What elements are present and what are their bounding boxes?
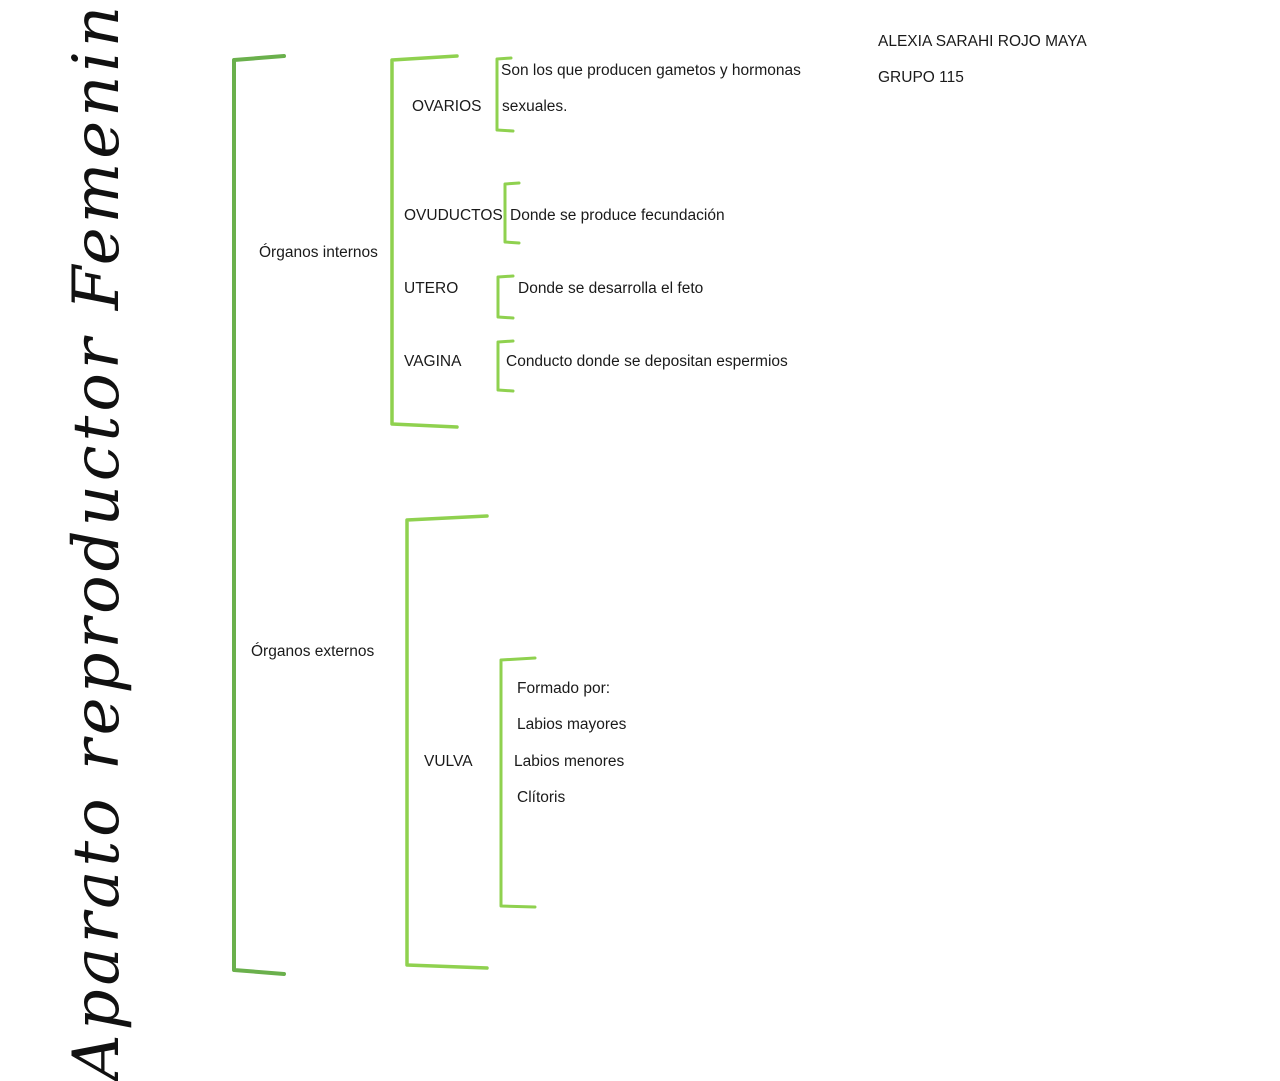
utero-description: Donde se desarrolla el feto	[518, 280, 704, 297]
ovarios-bracket	[495, 56, 515, 133]
vulva-bracket	[499, 656, 537, 909]
organ-vulva: VULVA	[424, 753, 473, 770]
organ-utero: UTERO	[404, 280, 459, 297]
ovuductos-description: Donde se produce fecundación	[510, 207, 725, 224]
author-name: ALEXIA SARAHI ROJO MAYA	[878, 33, 1087, 50]
vulva-item: Labios menores	[514, 753, 625, 770]
ovuductos-bracket	[503, 181, 521, 245]
bracket-layer	[232, 54, 537, 976]
ovarios-description-line1: Son los que producen gametos y hormonas	[501, 62, 801, 79]
internal-organs-bracket	[390, 54, 459, 429]
utero-bracket	[496, 274, 515, 320]
organ-vagina: VAGINA	[404, 353, 462, 370]
vulva-description-heading: Formado por:	[517, 680, 611, 697]
organ-ovarios: OVARIOS	[412, 98, 482, 115]
internal-organs-label: Órganos internos	[259, 244, 378, 261]
vagina-description: Conducto donde se depositan espermios	[506, 353, 788, 370]
main-bracket	[232, 54, 286, 976]
ovarios-description-line2: sexuales.	[502, 98, 568, 115]
organ-ovuductos: OVUDUCTOS	[404, 207, 503, 224]
author-group: GRUPO 115	[878, 69, 964, 86]
vulva-item: Labios mayores	[517, 716, 627, 733]
vulva-item: Clítoris	[517, 789, 566, 806]
external-organs-bracket	[405, 514, 489, 970]
external-organs-label: Órganos externos	[251, 643, 375, 660]
vagina-bracket	[496, 339, 515, 393]
